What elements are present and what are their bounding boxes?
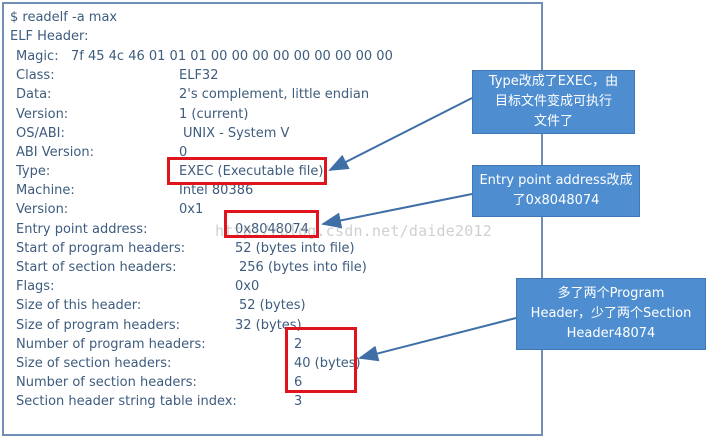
field-label: Entry point address: xyxy=(16,222,148,237)
field-label: Number of section headers: xyxy=(16,375,197,390)
field-value: 52 (bytes into file) xyxy=(235,241,355,256)
annotation-line: Header48074 xyxy=(566,326,656,341)
annotation-line: Entry point address改成 xyxy=(479,173,633,188)
highlight-headers xyxy=(285,327,357,393)
field-value: 6 xyxy=(294,375,303,390)
field-label: Version: xyxy=(16,202,69,217)
field-value: 0x1 xyxy=(179,202,204,217)
annotation-header-count-change: 多了两个Program Header，少了两个Section Header480… xyxy=(516,278,706,350)
field-value: 52 (bytes) xyxy=(239,298,306,313)
annotation-line: 文件了 xyxy=(533,114,573,129)
field-label: Start of program headers: xyxy=(16,241,186,256)
field-label: Flags: xyxy=(16,279,55,294)
field-value: UNIX - System V xyxy=(183,126,290,141)
annotation-line: 目标文件变成可执行 xyxy=(494,94,612,109)
annotation-line: Type改成了EXEC，由 xyxy=(488,74,619,89)
annotation-line: Header，少了两个Section xyxy=(530,306,692,321)
arrow-to-entry-point xyxy=(321,193,473,229)
field-value: 2's complement, little endian xyxy=(179,87,370,102)
field-label: Size of section headers: xyxy=(16,356,172,371)
field-value: 0 xyxy=(179,145,188,160)
field-value: 0x8048074 xyxy=(235,222,309,237)
command-line: $ readelf -a max xyxy=(10,10,118,25)
field-label: Size of program headers: xyxy=(16,318,181,333)
magic-label: Magic: xyxy=(16,49,59,64)
field-value: Intel 80386 xyxy=(179,183,254,198)
field-value: 3 xyxy=(294,394,303,409)
field-value: 256 (bytes into file) xyxy=(239,260,367,275)
field-value: ELF32 xyxy=(179,68,219,83)
annotation-type-change: Type改成了EXEC，由 目标文件变成可执行 文件了 xyxy=(472,70,635,134)
field-value: 1 (current) xyxy=(179,107,249,122)
section-title: ELF Header: xyxy=(10,29,89,44)
highlight-entry-point xyxy=(224,210,319,238)
field-label: Start of section headers: xyxy=(16,260,177,275)
field-label: ABI Version: xyxy=(16,145,94,160)
field-label: Type: xyxy=(16,164,51,179)
field-value: 40 (bytes) xyxy=(294,356,361,371)
field-label: Section header string table index: xyxy=(16,394,237,409)
arrow-to-type xyxy=(328,97,473,171)
field-value: 32 (bytes) xyxy=(235,318,302,333)
field-value: 0x0 xyxy=(235,279,260,294)
field-label: Machine: xyxy=(16,183,75,198)
field-label: Data: xyxy=(16,87,52,102)
field-label: Size of this header: xyxy=(16,298,142,313)
field-label: Version: xyxy=(16,107,69,122)
annotation-entry-point-change: Entry point address改成 了0x8048074 xyxy=(472,165,640,217)
terminal-window: $ readelf -a max ELF Header: Magic: 7f 4… xyxy=(2,2,543,436)
field-value: 2 xyxy=(294,337,303,352)
field-label: Number of program headers: xyxy=(16,337,206,352)
annotation-line: 了0x8048074 xyxy=(512,193,600,208)
field-label: OS/ABI: xyxy=(16,126,65,141)
annotation-line: 多了两个Program xyxy=(557,286,665,301)
field-value: EXEC (Executable file) xyxy=(179,164,324,179)
field-label: Class: xyxy=(16,68,55,83)
highlight-type xyxy=(167,157,327,185)
magic-value: 7f 45 4c 46 01 01 01 00 00 00 00 00 00 0… xyxy=(71,49,393,64)
arrow-to-headers xyxy=(358,317,517,362)
